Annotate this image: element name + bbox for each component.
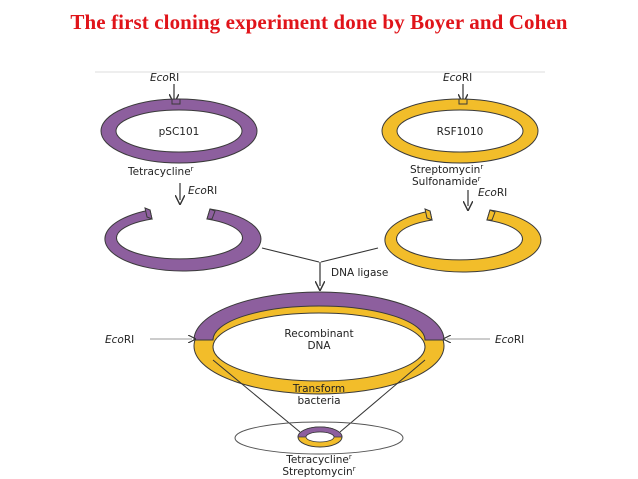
transform-lines (212, 359, 426, 433)
plasmid-rsf1010: RSF1010 (381, 98, 539, 164)
recombinant-line-2: DNA (307, 340, 331, 352)
ligase-merge-lines (261, 247, 379, 286)
ecori-label-cut-left: EcoRI (188, 185, 217, 197)
ecori-recombinant-right: EcoRI (447, 334, 524, 346)
result-marker-1: Tetracycliner (285, 453, 352, 466)
transform-line-1: Transform (292, 383, 345, 395)
ecori-label-cut-right: EcoRI (478, 187, 507, 199)
result-marker-2: Streptomycinr (282, 465, 355, 478)
recombinant-plasmid: Recombinant DNA (193, 291, 445, 395)
ecori-top-right: EcoRI (443, 72, 472, 99)
ecori-label-top-right: EcoRI (443, 72, 472, 84)
recombinant-line-1: Recombinant (284, 328, 353, 340)
ecori-label-recomb-right: EcoRI (495, 334, 524, 346)
ecori-label-top-left: EcoRI (150, 72, 179, 84)
ecori-recombinant-left: EcoRI (105, 334, 192, 346)
ecori-cut-right: EcoRI (468, 187, 507, 206)
linearized-rsf1010 (384, 208, 542, 273)
rsf1010-marker-1: Streptomycinr (410, 163, 483, 176)
psc101-marker: Tetracycliner (127, 165, 194, 178)
ecori-top-left: EcoRI (150, 72, 179, 99)
rsf1010-label: RSF1010 (437, 126, 484, 138)
linearized-psc101 (104, 207, 262, 272)
transform-line-2: bacteria (297, 395, 340, 407)
ecori-cut-left: EcoRI (180, 183, 217, 200)
plasmid-psc101: pSC101 (100, 98, 258, 164)
ecori-label-recomb-left: EcoRI (105, 334, 134, 346)
ligase-label: DNA ligase (331, 267, 388, 279)
slide-title: The first cloning experiment done by Boy… (70, 10, 568, 34)
rsf1010-marker-2: Sulfonamider (412, 175, 481, 188)
psc101-label: pSC101 (159, 126, 200, 138)
bacterium (234, 421, 404, 455)
